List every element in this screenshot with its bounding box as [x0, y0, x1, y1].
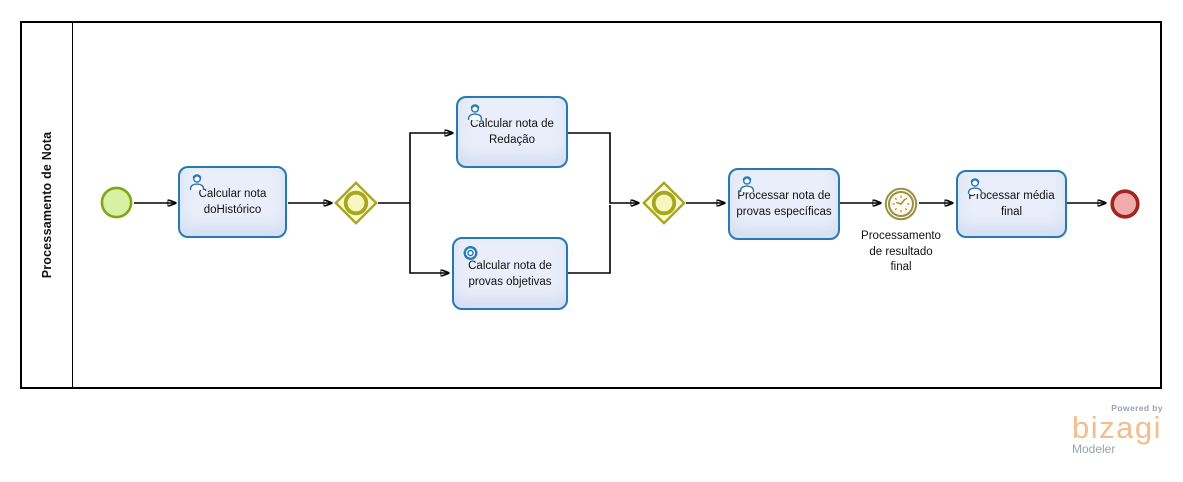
flow-gateway-split-to-calcular-redacao[interactable] [378, 133, 453, 204]
task-calcular-nota-provas-objetivas[interactable]: Calcular nota de provas objetivas [452, 237, 568, 310]
task-calcular-nota-de-redacao[interactable]: Calcular nota de Redação [456, 96, 568, 168]
user-icon [737, 175, 757, 193]
task-label: Processar nota de provas específicas [736, 190, 832, 218]
task-processar-nota-provas-especificas[interactable]: Processar nota de provas específicas [728, 168, 840, 240]
user-icon [965, 177, 985, 195]
service-icon [461, 244, 481, 262]
end-event[interactable] [1109, 188, 1141, 220]
bizagi-wordmark: bizagi [1072, 410, 1162, 445]
gateway-inclusive-merge[interactable] [642, 181, 686, 225]
inclusive-gateway-icon [642, 181, 686, 225]
task-label: Calcular nota de provas objetivas [468, 259, 552, 288]
timer-icon [884, 187, 918, 221]
inclusive-gateway-icon [334, 181, 378, 225]
flow-calcular-objetivas-to-gateway-merge[interactable] [568, 205, 611, 274]
gateway-inclusive-split[interactable] [334, 181, 378, 225]
task-processar-media-final[interactable]: Processar média final [956, 170, 1067, 238]
task-label: Calcular nota doHistórico [198, 188, 267, 216]
start-event[interactable] [100, 186, 133, 219]
start-event-circle [100, 186, 133, 219]
user-icon [187, 173, 207, 191]
task-label: Processar média final [968, 190, 1055, 218]
bizagi-logo: Powered by bizagi Modeler [1072, 403, 1164, 456]
powered-by-text: Powered by [1111, 403, 1163, 413]
flow-gateway-split-to-calcular-objetivas[interactable] [409, 203, 449, 273]
end-event-circle [1110, 189, 1140, 219]
pool-header-band[interactable]: Processamento de Nota [22, 23, 73, 387]
intermediate-timer-event[interactable] [884, 187, 918, 221]
user-icon [465, 103, 485, 121]
modeler-text: Modeler [1072, 442, 1116, 456]
task-label: Calcular nota de Redação [470, 118, 554, 146]
flow-calcular-redacao-to-gateway-merge[interactable] [568, 132, 639, 203]
timer-event-label: Processamento de resultado final [861, 230, 941, 273]
task-calcular-nota-dohistorico[interactable]: Calcular nota doHistórico [178, 166, 287, 238]
